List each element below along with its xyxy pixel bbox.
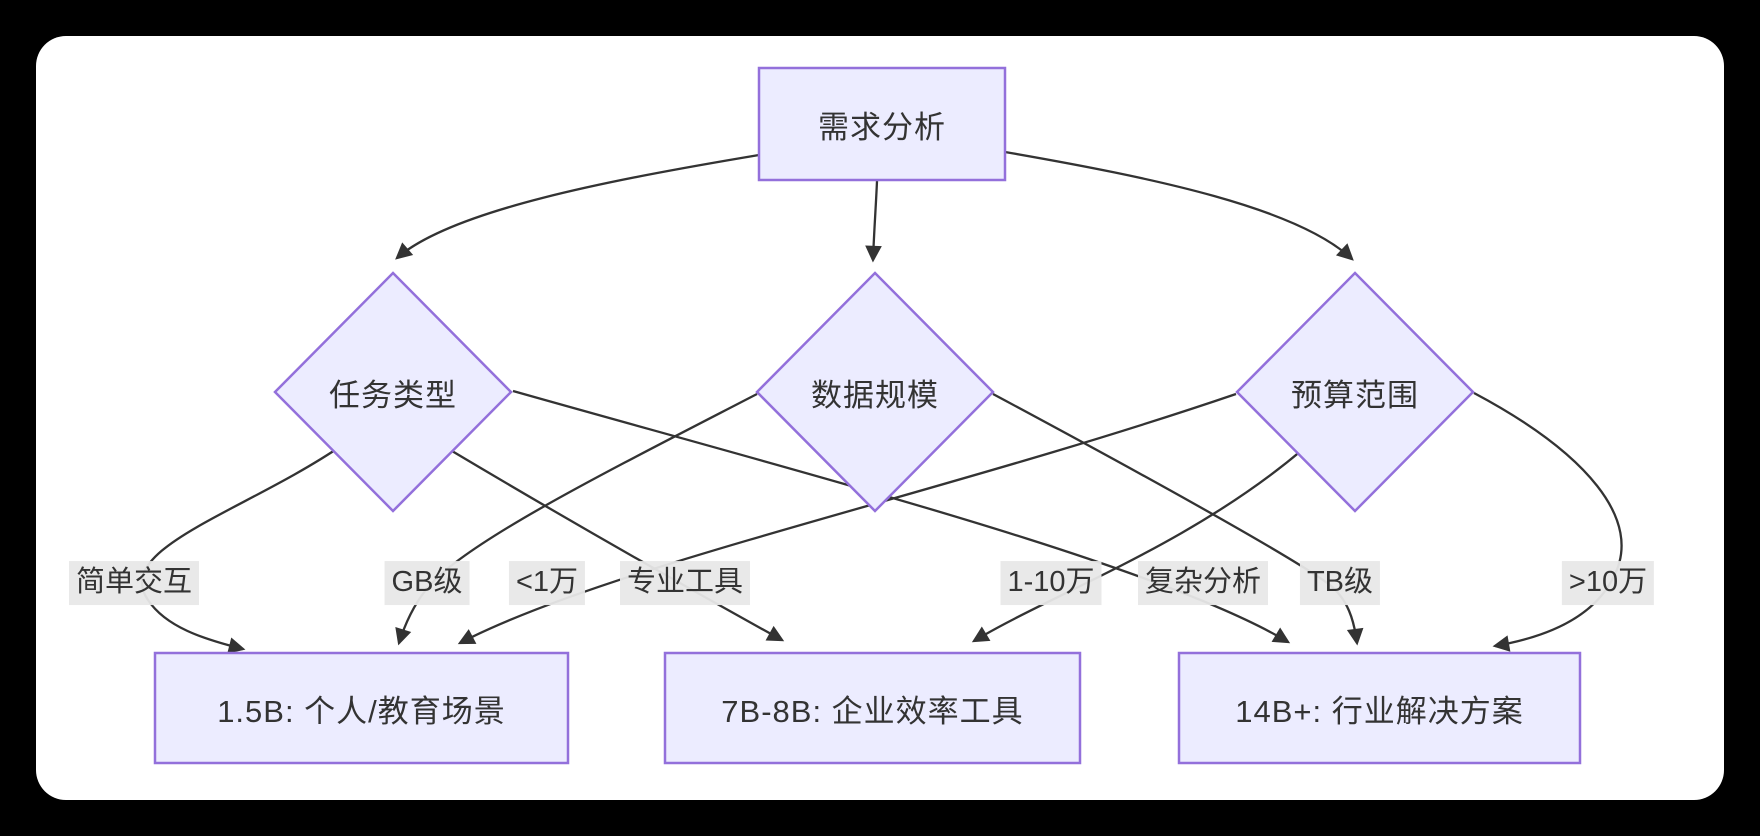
edge-budget-to-7b-8b <box>971 449 1303 643</box>
node-7b-8b-shape <box>663 651 1082 765</box>
node-root-shape <box>757 66 1007 182</box>
edge-task-type-to-7b-8b <box>451 450 785 642</box>
node-1-5b-shape <box>153 651 570 765</box>
edge-root-to-budget <box>1004 150 1354 261</box>
edge-data-scale-to-1-5b <box>395 392 758 646</box>
edge-task-type-to-1-5b <box>140 443 345 654</box>
decision-task-type-shape <box>273 271 513 513</box>
edge-root-to-data-scale <box>865 180 882 263</box>
edge-root-to-task-type <box>395 153 760 260</box>
decision-data-scale-shape <box>755 271 995 513</box>
edge-budget-to-14b <box>1473 391 1623 652</box>
edge-budget-to-1-5b <box>457 392 1237 645</box>
edge-task-type-to-14b <box>512 389 1291 644</box>
decision-budget-shape <box>1235 271 1475 513</box>
node-14b-shape <box>1177 651 1582 765</box>
